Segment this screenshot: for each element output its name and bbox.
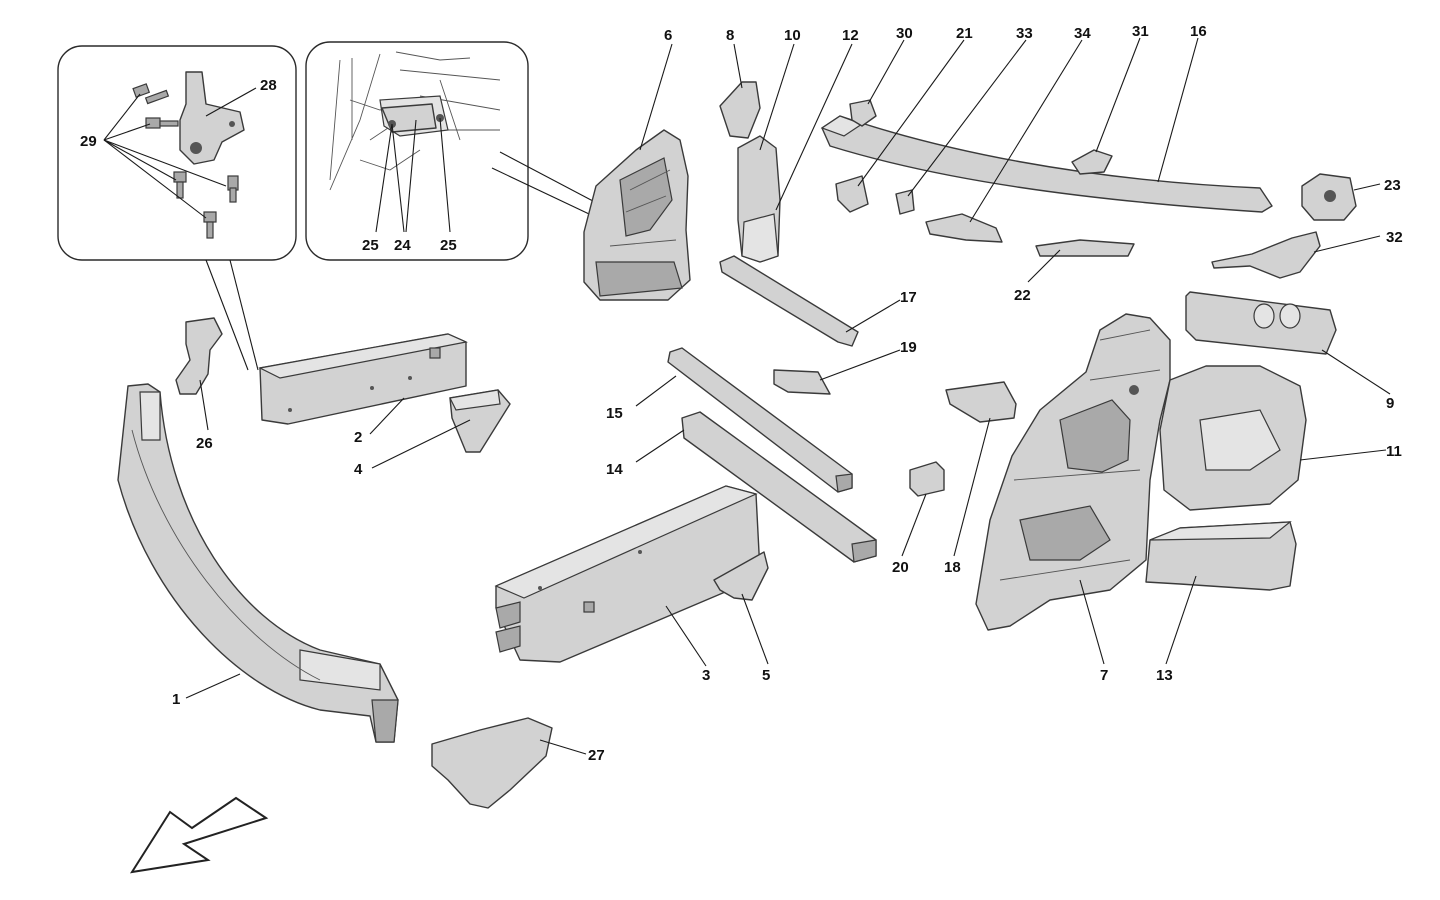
part-26-bracket: 26	[175, 317, 223, 452]
part-2-box-member: 2	[258, 333, 468, 446]
callout-13: 13	[1156, 667, 1173, 684]
part-8: 8	[719, 27, 761, 139]
callout-30: 30	[896, 25, 913, 42]
part-10-12-pillar: 10 12	[737, 27, 859, 263]
part-14-rail: 14	[606, 411, 877, 563]
callout-34: 34	[1074, 25, 1091, 42]
callout-20: 20	[892, 559, 909, 576]
part-15-beam: 15	[606, 347, 853, 493]
callout-12: 12	[842, 27, 859, 44]
part-11-panel: 11	[1159, 365, 1402, 511]
part-16-upper-beam: 16	[820, 23, 1273, 213]
callout-8: 8	[726, 27, 734, 44]
callout-24: 24	[394, 237, 411, 254]
callout-28: 28	[260, 77, 277, 94]
callout-14: 14	[606, 461, 623, 478]
callout-2: 2	[354, 429, 362, 446]
callout-11: 11	[1386, 443, 1402, 460]
callout-16: 16	[1190, 23, 1207, 40]
part-33: 33	[895, 25, 1033, 215]
part-23-mount: 23	[1301, 173, 1401, 221]
part-31: 31	[1071, 23, 1149, 175]
part-17-rail: 17	[719, 255, 917, 347]
part-27-duct: 27	[431, 717, 605, 809]
callout-25-left: 25	[362, 237, 379, 254]
part-22: 22	[1014, 239, 1135, 304]
callout-22: 22	[1014, 287, 1031, 304]
callout-32: 32	[1386, 229, 1403, 246]
callout-5: 5	[762, 667, 770, 684]
part-30: 30	[849, 25, 913, 127]
part-21: 21	[835, 25, 973, 213]
part-32: 32	[1211, 229, 1403, 279]
bracket-28	[179, 71, 245, 165]
callout-33: 33	[1016, 25, 1033, 42]
part-20-block: 20	[892, 461, 945, 576]
part-5-bracket: 5	[713, 551, 770, 684]
callout-18: 18	[944, 559, 961, 576]
callout-3: 3	[702, 667, 710, 684]
callout-17: 17	[900, 289, 917, 306]
callout-4: 4	[354, 461, 363, 478]
inset-frame-right	[305, 41, 529, 261]
bolt-group-29	[132, 83, 239, 239]
inset-bolts-bracket: 28 29	[57, 45, 297, 261]
bracket-24	[381, 103, 437, 133]
inset-bracket-detail: 25 24 25	[305, 41, 529, 261]
callout-7: 7	[1100, 667, 1108, 684]
callout-29: 29	[80, 133, 97, 150]
callout-26: 26	[196, 435, 213, 452]
front-direction-arrow-icon	[129, 796, 269, 874]
part-13-duct: 13	[1145, 521, 1297, 684]
callout-15: 15	[606, 405, 623, 422]
part-6-front-structure: 6	[583, 27, 691, 301]
part-19: 19	[773, 339, 917, 395]
callout-23: 23	[1384, 177, 1401, 194]
callout-1: 1	[172, 691, 180, 708]
part-7-wheelhouse: 7	[975, 313, 1171, 684]
callout-10: 10	[784, 27, 801, 44]
callout-6: 6	[664, 27, 672, 44]
part-9-panel: 9	[1185, 291, 1394, 412]
callout-21: 21	[956, 25, 973, 42]
callout-25-right: 25	[440, 237, 457, 254]
callout-31: 31	[1132, 23, 1149, 40]
part-4-bracket: 4	[354, 389, 511, 478]
part-1-bumper-beam: 1	[117, 383, 399, 743]
part-18: 18	[944, 381, 1017, 576]
callout-27: 27	[588, 747, 605, 764]
part-3-longitudinal: 3	[494, 485, 761, 684]
callout-9: 9	[1386, 395, 1394, 412]
callout-19: 19	[900, 339, 917, 356]
part-34: 34	[925, 25, 1091, 243]
